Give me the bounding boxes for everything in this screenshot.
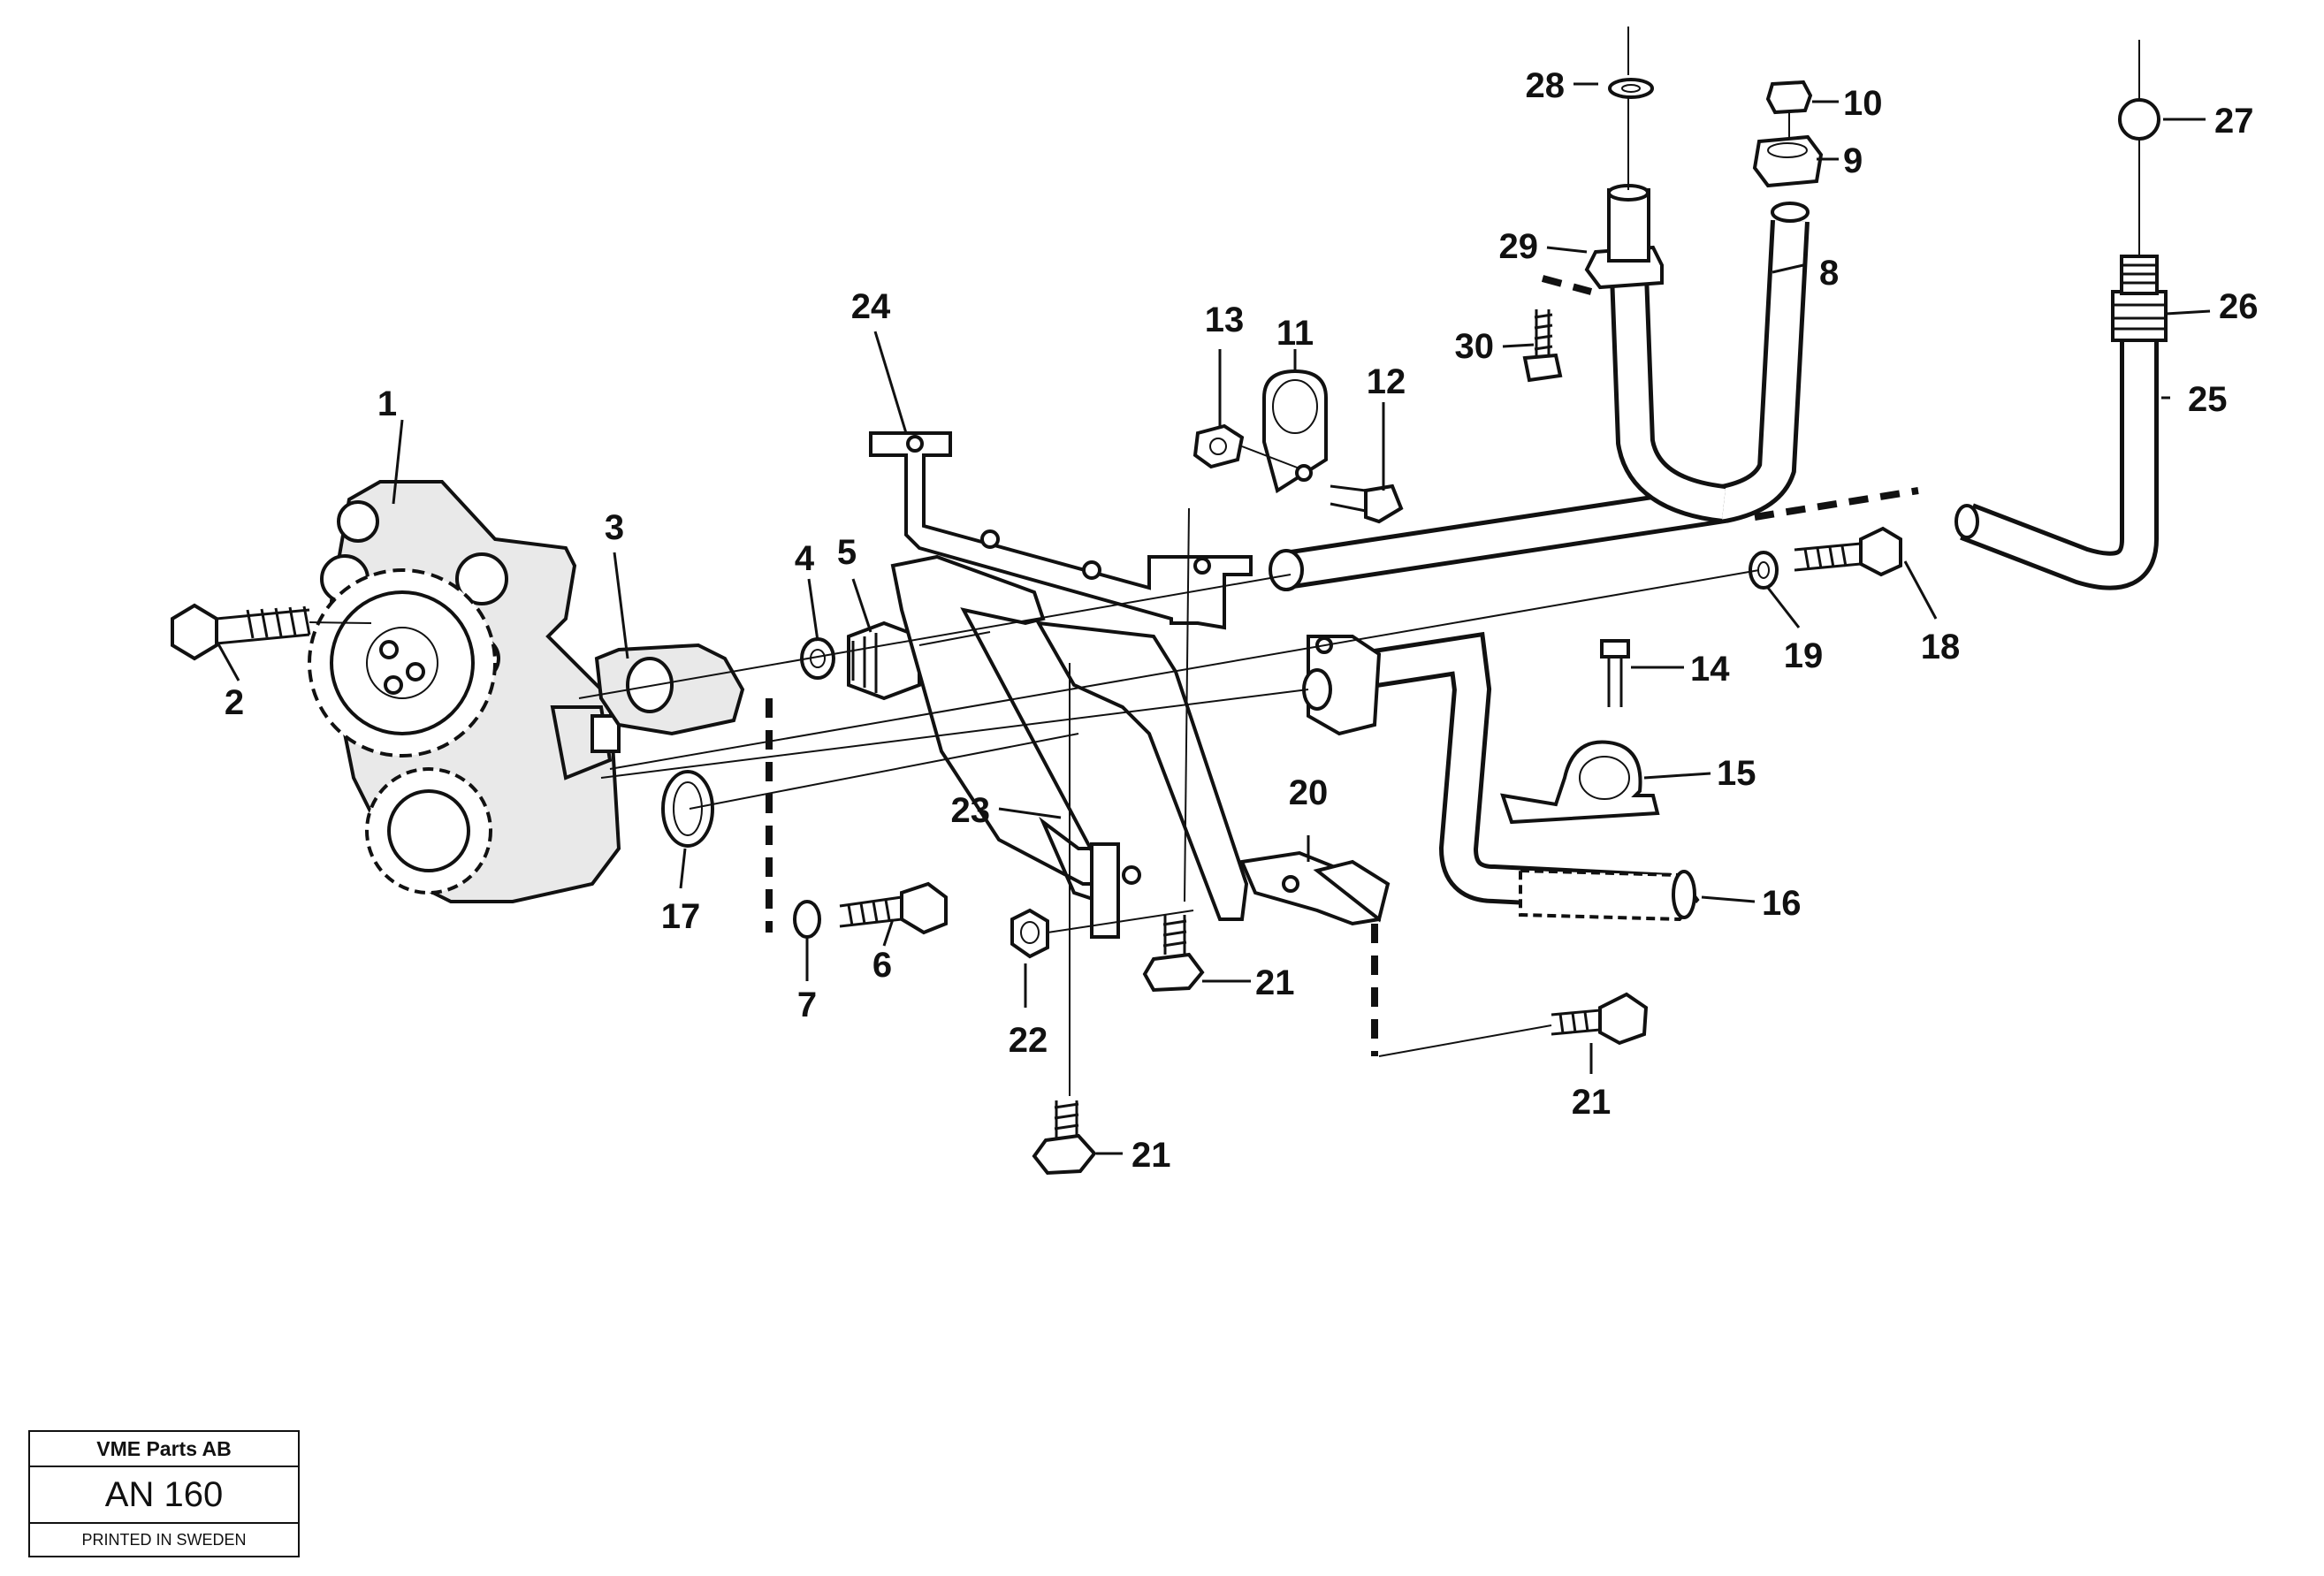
callout-7: 7 (797, 986, 817, 1024)
callout-2: 2 (225, 683, 244, 722)
washer-7 (793, 900, 821, 939)
nut-10 (1765, 80, 1813, 115)
callout-4: 4 (795, 539, 815, 578)
pipe-25 (1954, 336, 2159, 590)
bolt-21c (1551, 992, 1649, 1046)
callout-21a: 21 (1255, 963, 1295, 1002)
callout-28: 28 (1526, 66, 1566, 105)
bolt-21a (1142, 915, 1205, 993)
callout-27: 27 (2214, 102, 2254, 141)
callout-1: 1 (377, 384, 397, 423)
callout-15: 15 (1717, 754, 1756, 793)
callout-10: 10 (1843, 84, 1883, 123)
nut-9 (1752, 134, 1824, 188)
callout-12: 12 (1367, 362, 1406, 401)
screw-14 (1600, 639, 1630, 707)
nut-22 (1010, 908, 1049, 959)
clamp-15 (1500, 740, 1660, 825)
bolt-12 (1330, 483, 1404, 524)
callout-22: 22 (1009, 1021, 1048, 1060)
callout-8: 8 (1819, 254, 1839, 293)
bracket-20 (1239, 850, 1391, 926)
callout-21c: 21 (1572, 1083, 1612, 1122)
pipe-connector-3 (594, 643, 745, 736)
callout-26: 26 (2219, 287, 2259, 326)
seal-ring-17 (661, 770, 714, 848)
callout-24: 24 (851, 287, 891, 326)
callout-20: 20 (1289, 773, 1329, 812)
washer-28 (1608, 78, 1654, 99)
bracket-24 (869, 431, 1253, 630)
olive-27 (2118, 98, 2160, 141)
oil-pump (308, 480, 621, 903)
pressure-pipe (1269, 202, 1810, 591)
callout-21b: 21 (1132, 1136, 1171, 1175)
illustration-code: AN 160 (30, 1467, 298, 1524)
bolt-18 (1794, 526, 1902, 577)
bolt-21b (1032, 1100, 1097, 1176)
bracket-23 (890, 554, 1249, 939)
bolt-2 (171, 603, 372, 661)
assembly-lines (578, 27, 2140, 1096)
callout-25: 25 (2188, 380, 2228, 419)
title-block: VME Parts AB AN 160 PRINTED IN SWEDEN (28, 1430, 300, 1557)
callout-6: 6 (872, 946, 892, 985)
bolt-30 (1522, 309, 1563, 383)
callout-23: 23 (951, 791, 991, 830)
flange-29 (1584, 184, 1664, 290)
callout-5: 5 (837, 533, 857, 572)
callout-30: 30 (1455, 327, 1495, 366)
callouts: 1 2 3 4 5 6 7 8 9 10 11 12 13 14 15 16 1… (225, 66, 2259, 1175)
clamp-11 (1262, 369, 1328, 494)
callout-11: 11 (1276, 314, 1314, 353)
fitting-26 (2111, 255, 2168, 342)
callout-9: 9 (1843, 141, 1863, 180)
callout-3: 3 (605, 508, 624, 547)
callout-14: 14 (1690, 650, 1730, 689)
nut-13 (1192, 423, 1245, 469)
company-name: VME Parts AB (30, 1432, 298, 1467)
leader-lines (215, 82, 2211, 1155)
callout-29: 29 (1499, 227, 1539, 266)
callout-16: 16 (1762, 884, 1802, 923)
callout-18: 18 (1921, 628, 1961, 666)
suction-pipe-16 (1302, 631, 1700, 922)
callout-17: 17 (661, 897, 701, 936)
callout-19: 19 (1784, 636, 1824, 675)
callout-13: 13 (1205, 301, 1245, 339)
printed-note: PRINTED IN SWEDEN (81, 1531, 247, 1549)
bolt-6 (839, 881, 948, 935)
